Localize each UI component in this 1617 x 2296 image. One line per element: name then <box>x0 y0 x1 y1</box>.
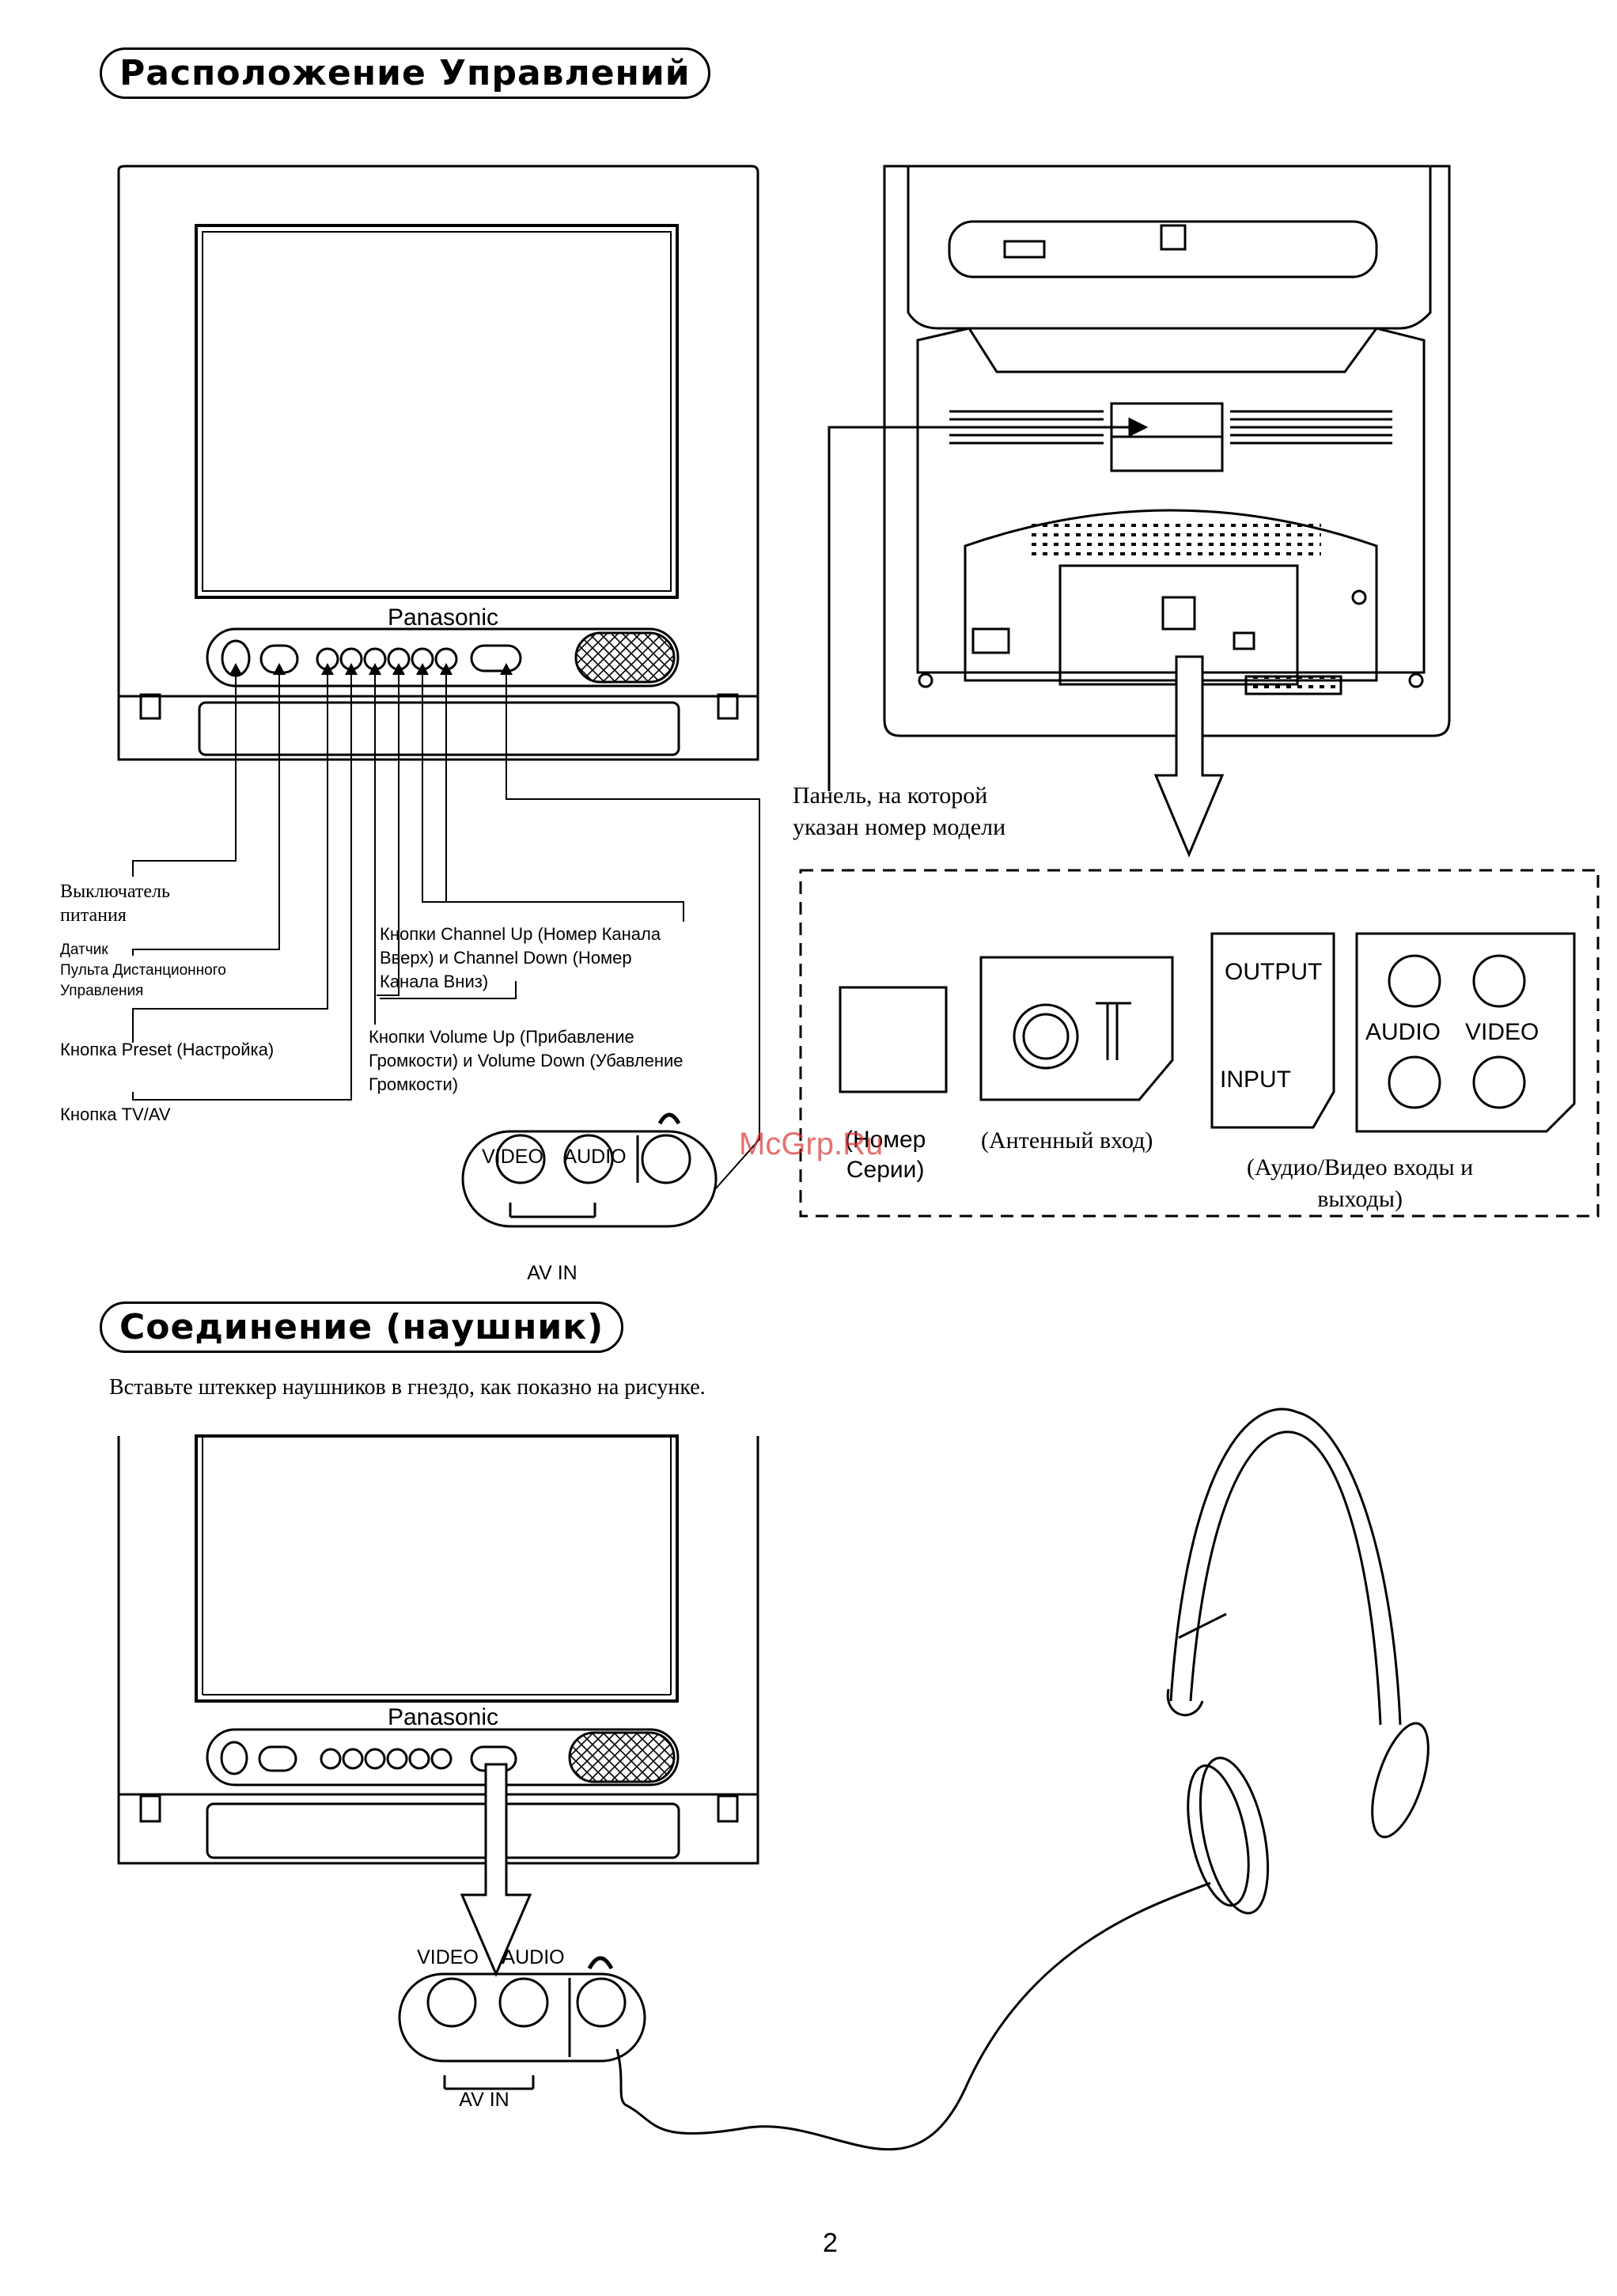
tv-rear <box>883 165 1451 737</box>
jack-audio-label-bottom: AUDIO <box>502 1946 564 1968</box>
rear-detail-box <box>799 869 1600 1218</box>
label-antenna-input: (Антенный вход) <box>981 1127 1153 1154</box>
label-remote-line3: Управления <box>60 983 144 999</box>
label-channel-buttons: Кнопки Channel Up (Номер Канала Вверх) и… <box>380 923 661 994</box>
label-serial-line2: Серии) <box>846 1157 925 1183</box>
label-avio-line2: выходы) <box>1317 1186 1403 1212</box>
label-power-line2: питания <box>60 905 127 926</box>
page-number: 2 <box>823 2228 838 2258</box>
watermark: McGrp.Ru <box>739 1127 884 1161</box>
section-title-headphone: Соединение (наушник) <box>100 1301 624 1353</box>
jack-video-label-top: VIDEO <box>482 1146 543 1168</box>
tv-brand-bottom: Panasonic <box>388 1704 498 1730</box>
label-rear-video: VIDEO <box>1465 1019 1539 1045</box>
label-output: OUTPUT <box>1225 959 1323 985</box>
rear-connectors <box>839 932 1576 1133</box>
label-power-switch: Выключатель питания <box>60 880 170 927</box>
label-serial-line1: (Номер <box>845 1127 926 1153</box>
label-rear-audio: AUDIO <box>1365 1019 1441 1045</box>
label-model-panel: Панель, на которой указан номер модели <box>793 780 1005 843</box>
jack-panel-top <box>461 1112 718 1228</box>
label-remote-sensor: Датчик Пульта Дистанционного Управления <box>60 940 226 1002</box>
jack-avin-label-bottom: AV IN <box>459 2089 509 2111</box>
label-av-io: (Аудио/Видео входы и выходы) <box>1247 1152 1473 1215</box>
rear-down-arrow <box>1153 655 1225 858</box>
rear-vent-holes <box>1028 522 1321 562</box>
label-tvav-button: Кнопка TV/AV <box>60 1104 171 1124</box>
section-title-controls: Расположение Управлений <box>100 47 710 99</box>
tv-front-top <box>117 165 759 761</box>
label-volume-line3: Громкости) <box>369 1074 459 1094</box>
headphones <box>615 1408 1430 2151</box>
label-channel-line3: Канала Вниз) <box>380 972 489 991</box>
leader-arrowheads <box>229 663 513 675</box>
label-avio-line1: (Аудио/Видео входы и <box>1247 1154 1474 1180</box>
model-plate-arrow <box>827 417 1149 791</box>
tv-front-bottom <box>117 1434 759 1865</box>
front-down-arrow <box>460 1763 532 1977</box>
label-volume-line2: Громкости) и Volume Down (Убавление <box>369 1051 684 1070</box>
label-channel-line1: Кнопки Channel Up (Номер Канала <box>380 924 661 944</box>
label-remote-line1: Датчик <box>60 942 108 958</box>
label-preset-button: Кнопка Preset (Настройка) <box>60 1040 275 1059</box>
label-serial-number: (Номер Серии) <box>845 1125 926 1185</box>
label-volume-line1: Кнопки Volume Up (Прибавление <box>369 1027 634 1047</box>
headphone-instruction: Вставьте штеккер наушников в гнездо, как… <box>109 1375 706 1400</box>
label-model-line1: Панель, на которой <box>793 782 988 809</box>
jack-video-label-bottom: VIDEO <box>417 1946 479 1968</box>
jack-avin-label-top: AV IN <box>527 1262 577 1284</box>
jack-panel-bottom <box>398 1956 646 2090</box>
front-leader-lines <box>132 673 760 1189</box>
jack-audio-label-top: AUDIO <box>563 1146 626 1168</box>
label-model-line2: указан номер модели <box>793 814 1006 840</box>
label-remote-line2: Пульта Дистанционного <box>60 962 226 979</box>
label-input: INPUT <box>1220 1067 1291 1093</box>
label-power-line1: Выключатель <box>60 881 170 902</box>
label-volume-buttons: Кнопки Volume Up (Прибавление Громкости)… <box>369 1025 684 1097</box>
label-channel-line2: Вверх) и Channel Down (Номер <box>380 948 632 968</box>
tv-brand-top: Panasonic <box>388 604 498 631</box>
